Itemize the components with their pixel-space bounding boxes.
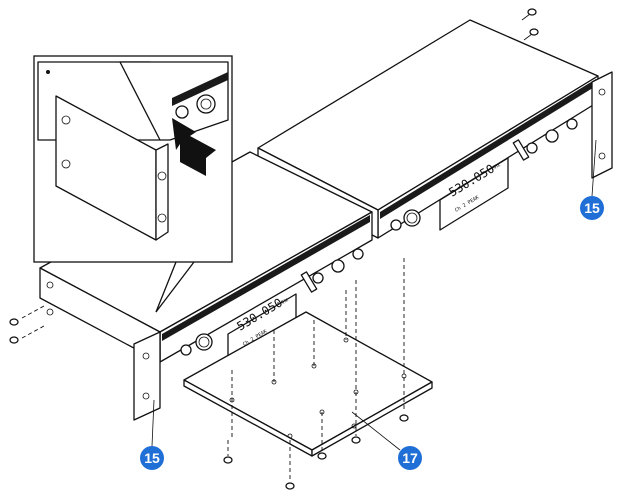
button-right-1	[526, 142, 538, 154]
screw-icon	[521, 8, 537, 21]
rack-hole-icon	[142, 392, 150, 400]
switch-left	[300, 271, 318, 293]
svg-text:15: 15	[144, 450, 160, 466]
headphone-jack-right	[390, 219, 402, 231]
lcd-unit-right: MHz	[491, 162, 502, 172]
callout-15-right: 15	[580, 139, 604, 220]
callout-17: 17	[351, 411, 422, 470]
switch-right	[512, 139, 530, 161]
inset-knob	[196, 94, 216, 114]
inset-jack	[175, 105, 189, 119]
button-right-2	[545, 129, 559, 143]
screw-icon	[351, 436, 361, 444]
svg-text:17: 17	[402, 450, 418, 466]
rack-hole-icon	[598, 152, 606, 160]
arrow-icon	[172, 118, 216, 176]
rack-hole-icon	[598, 88, 606, 96]
mounting-plate	[183, 258, 433, 490]
svg-text:15: 15	[584, 200, 600, 216]
button-left-1	[312, 272, 324, 284]
button-right-3	[566, 118, 578, 130]
callout-15-left: 15	[140, 399, 164, 470]
screw-icon	[285, 482, 295, 490]
lcd-unit-left: MHz	[279, 297, 290, 307]
volume-knob-right	[403, 209, 421, 227]
screw-icon	[9, 325, 45, 344]
button-left-3	[352, 248, 364, 260]
button-left-2	[331, 259, 345, 273]
volume-knob-left	[195, 333, 213, 351]
screw-icon	[223, 456, 233, 464]
detail-inset	[33, 55, 233, 313]
inset-screw-hole	[46, 70, 50, 74]
screw-icon	[317, 452, 327, 460]
screw-icon	[9, 305, 45, 326]
rack-hole-icon	[142, 352, 150, 360]
rack-ear-icon	[55, 95, 169, 241]
rack-ear-left	[133, 331, 161, 421]
screw-icon	[399, 414, 409, 422]
rack-ear-right	[591, 71, 613, 179]
headphone-jack-left	[180, 344, 192, 356]
screw-icon	[523, 28, 539, 41]
